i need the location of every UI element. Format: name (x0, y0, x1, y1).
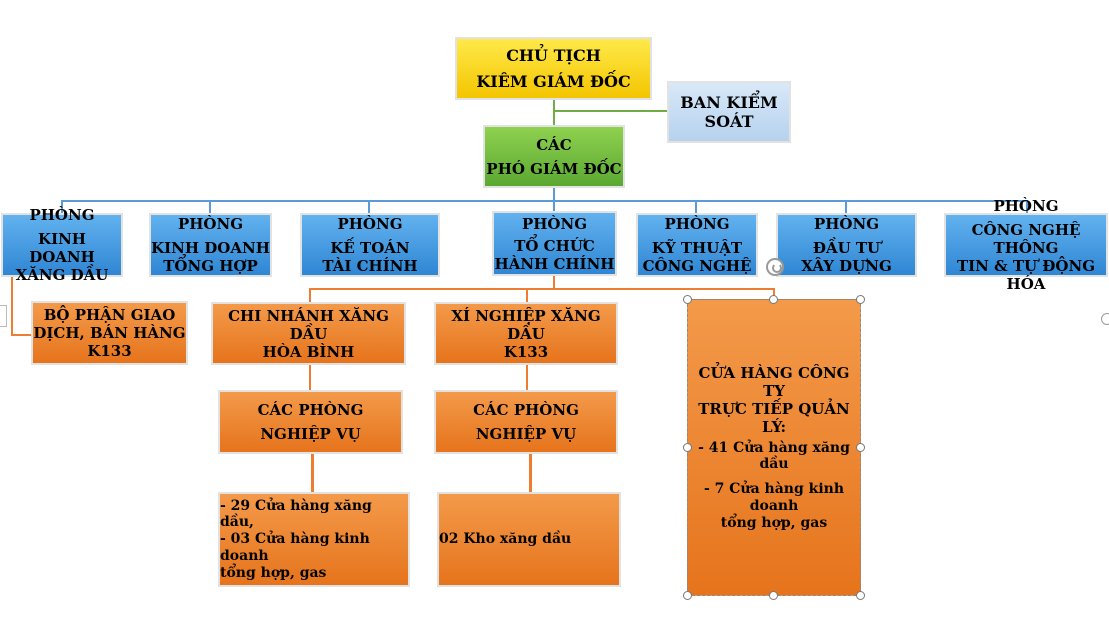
department-administration[interactable]: PHÒNG TỔ CHỨC HÀNH CHÍNH (492, 211, 617, 276)
department-label-line1: PHÒNG (29, 206, 95, 224)
connector-branch-offices (309, 364, 311, 391)
branch-offices-box[interactable]: CÁC PHÒNG NGHIỆP VỤ (218, 390, 403, 454)
connector-top-to-deputies (553, 100, 555, 126)
department-label-line1: PHÒNG (664, 215, 730, 233)
connector-unit-branch (309, 288, 311, 304)
department-label-line1: PHÒNG (337, 215, 403, 233)
department-label-line2: KINH DOANH (151, 239, 270, 257)
branch-stores-line2: - 03 Cửa hàng kinh doanh (220, 531, 370, 564)
department-label-line1: PHÒNG (177, 215, 244, 233)
supervisory-line1: BAN KIỂM (680, 92, 778, 112)
resize-handle-top-left[interactable] (683, 295, 692, 304)
resize-handle-top-right[interactable] (856, 295, 865, 304)
resize-handle-bottom-right[interactable] (856, 591, 865, 600)
department-general-business[interactable]: PHÒNG KINH DOANH TỔNG HỢP (149, 213, 272, 277)
transaction-sales-unit-box[interactable]: BỘ PHẬN GIAO DỊCH, BÁN HÀNG K133 (31, 301, 188, 365)
department-label-line1: PHÒNG (521, 214, 588, 233)
transaction-line2: DỊCH, BÁN HÀNG (33, 324, 186, 342)
company-stores-box[interactable]: CỬA HÀNG CÔNG TY TRỰC TIẾP QUẢN LÝ: - 41… (687, 299, 861, 596)
department-label-line3: TIN & TỰ ĐỘNG HÓA (956, 257, 1096, 293)
supervisory-board-box[interactable]: BAN KIỂM SOÁT (667, 81, 791, 143)
branch-offices-line1: CÁC PHÒNG (257, 401, 364, 419)
department-label-line2: CÔNG NGHỆ THÔNG (971, 221, 1081, 257)
connector-units-from-dept (553, 276, 555, 289)
deputy-directors-box[interactable]: CÁC PHÓ GIÁM ĐỐC (483, 125, 625, 188)
branch-stores-box[interactable]: - 29 Cửa hàng xăng dầu, - 03 Cửa hàng ki… (218, 492, 410, 587)
department-label-line3: XĂNG DẦU (15, 266, 109, 284)
transaction-line3: K133 (87, 342, 132, 360)
branch-stores-line3: tổng hợp, gas (220, 564, 327, 581)
connector-unit-stores (773, 288, 775, 300)
department-technology[interactable]: PHÒNG KỸ THUẬT CÔNG NGHỆ (636, 213, 758, 277)
connector-dept-2 (209, 200, 211, 214)
resize-handle-top-middle[interactable] (769, 295, 778, 304)
department-label-line2: ĐẦU TƯ (812, 239, 881, 257)
connector-unit-enterprise (526, 288, 528, 304)
connector-dept-1 (61, 200, 63, 214)
k133-enterprise-box[interactable]: XÍ NGHIỆP XĂNG DẦU K133 (434, 302, 618, 365)
enterprise-title-line2: K133 (503, 342, 549, 361)
connector-units-bus (309, 288, 774, 290)
department-label-line3: XÂY DỰNG (801, 257, 892, 275)
connector-dept-3 (368, 200, 370, 214)
branch-stores-line1: - 29 Cửa hàng xăng dầu, (220, 497, 372, 531)
connector-dept-7 (1026, 200, 1028, 214)
rotate-handle-icon[interactable] (766, 258, 784, 276)
department-label-line3: HÀNH CHÍNH (494, 254, 615, 273)
connector-dept-4 (553, 200, 555, 214)
resize-handle-middle-right[interactable] (856, 443, 865, 452)
department-accounting-finance[interactable]: PHÒNG KẾ TOÁN TÀI CHÍNH (300, 213, 440, 277)
department-label-line2: KỸ THUẬT (651, 239, 743, 257)
connector-transaction-vertical (11, 276, 13, 335)
company-stores-item2-line1: - 7 Cửa hàng kinh doanh (703, 481, 845, 514)
chairman-title-line1: CHỦ TỊCH (506, 46, 601, 66)
enterprise-title-line1: XÍ NGHIỆP XĂNG DẦU (451, 306, 601, 343)
deputies-line2: PHÓ GIÁM ĐỐC (486, 159, 622, 178)
company-stores-title-line1: CỬA HÀNG CÔNG TY (698, 363, 850, 400)
department-label-line3: TỔNG HỢP (163, 257, 258, 275)
enterprise-offices-line1: CÁC PHÒNG (473, 401, 579, 419)
department-label-line2: KẾ TOÁN (330, 239, 410, 257)
resize-handle-bottom-left[interactable] (683, 591, 692, 600)
hoa-binh-branch-box[interactable]: CHI NHÁNH XĂNG DẦU HÒA BÌNH (211, 302, 406, 365)
branch-title-line2: HÒA BÌNH (262, 342, 355, 361)
connector-supervisory (553, 110, 669, 112)
company-stores-item1: - 41 Cửa hàng xăng dầu (698, 439, 850, 473)
company-stores-title-line2: TRỰC TIẾP QUẢN (698, 399, 850, 418)
connector-dept-5 (695, 200, 697, 214)
warehouse-box[interactable]: 02 Kho xăng dầu (437, 492, 621, 587)
resize-handle-bottom-middle[interactable] (769, 591, 778, 600)
connector-enterprise-offices (526, 364, 528, 391)
connector-dept-6 (845, 200, 847, 214)
connector-department-bus (61, 200, 1028, 202)
branch-title-line1: CHI NHÁNH XĂNG DẦU (228, 306, 389, 343)
branch-offices-line2: NGHIỆP VỤ (260, 425, 361, 443)
company-stores-item2-line2: tổng hợp, gas (720, 514, 828, 531)
connector-enterprise-warehouse (529, 453, 532, 492)
department-label-line2: KINH DOANH (29, 230, 95, 266)
department-construction-investment[interactable]: PHÒNG ĐẦU TƯ XÂY DỰNG (776, 213, 917, 277)
connector-transaction-horizontal (11, 334, 32, 336)
supervisory-line2: SOÁT (704, 112, 754, 131)
connector-branch-stores (311, 453, 314, 493)
transaction-line1: BỘ PHẬN GIAO (43, 306, 176, 324)
department-it-automation[interactable]: PHÒNG CÔNG NGHỆ THÔNG TIN & TỰ ĐỘNG HÓA (944, 197, 1108, 293)
canvas-edge-marker (0, 305, 7, 327)
department-label-line3: CÔNG NGHỆ (642, 257, 752, 275)
connector-deputies-down (553, 187, 555, 201)
deputies-line1: CÁC (536, 135, 572, 154)
resize-handle-middle-left[interactable] (683, 443, 692, 452)
department-label-line3: TÀI CHÍNH (322, 257, 418, 275)
department-petroleum-business[interactable]: PHÒNG KINH DOANH XĂNG DẦU (1, 206, 123, 284)
chairman-title-line2: KIÊM GIÁM ĐỐC (476, 71, 631, 91)
department-label-line1: PHÒNG (813, 215, 880, 233)
enterprise-offices-box[interactable]: CÁC PHÒNG NGHIỆP VỤ (434, 390, 618, 454)
canvas-resize-handle[interactable] (1101, 313, 1109, 325)
department-label-line2: TỔ CHỨC (514, 236, 595, 255)
company-stores-title-line3: LÝ: (762, 417, 786, 436)
warehouse-label: 02 Kho xăng dầu (439, 531, 572, 548)
chairman-box[interactable]: CHỦ TỊCH KIÊM GIÁM ĐỐC (455, 37, 652, 100)
department-label-line1: PHÒNG (993, 197, 1059, 215)
enterprise-offices-line2: NGHIỆP VỤ (475, 425, 577, 443)
